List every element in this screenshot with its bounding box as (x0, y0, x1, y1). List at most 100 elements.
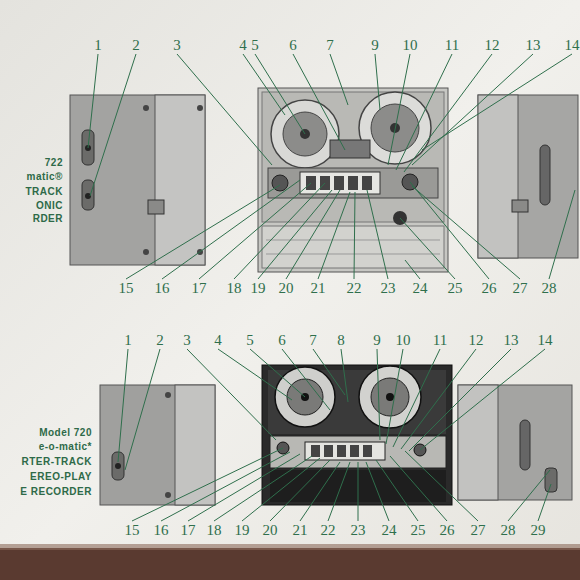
leader-line (386, 349, 403, 444)
callout-number: 4 (239, 38, 247, 53)
model-caption-fragment: matic® (27, 171, 64, 182)
callout-number: 16 (155, 281, 170, 296)
leader-line (422, 54, 572, 150)
leader-line (161, 452, 290, 521)
callout-number: 3 (173, 38, 181, 53)
leader-line (405, 451, 478, 521)
callout-number: 26 (440, 523, 455, 538)
leader-line (313, 349, 345, 395)
model-caption-fragment: RDER (33, 213, 63, 224)
callout-number: 13 (504, 333, 519, 348)
leader-line (405, 260, 420, 279)
leader-line (162, 180, 300, 279)
leader-line (410, 182, 489, 279)
leader-line (88, 54, 98, 148)
callout-number: 21 (311, 281, 326, 296)
callout-number: 10 (396, 333, 411, 348)
callout-number: 8 (337, 333, 345, 348)
callout-number: 21 (293, 523, 308, 538)
callout-number: 7 (326, 38, 334, 53)
callout-number: 27 (471, 523, 486, 538)
leader-line (177, 54, 272, 165)
callout-number: 17 (181, 523, 196, 538)
callout-number: 25 (411, 523, 426, 538)
callout-number: 15 (125, 523, 140, 538)
model-caption-fragment: Model 720 (39, 427, 92, 438)
leader-line (549, 190, 575, 279)
leader-line (367, 190, 388, 279)
model-caption-fragment: 722 (45, 157, 63, 168)
model-caption-fragment: EREO-PLAY (30, 471, 92, 482)
callout-number: 5 (246, 333, 254, 348)
callout-number: 4 (214, 333, 222, 348)
leader-line (300, 462, 340, 521)
leader-line (125, 349, 160, 470)
callout-number: 12 (469, 333, 484, 348)
leader-line (218, 349, 292, 400)
callout-number: 1 (94, 38, 102, 53)
callout-number: 12 (485, 38, 500, 53)
model-caption-fragment: ONIC (36, 200, 63, 211)
leader-line (242, 458, 320, 521)
leader-line (258, 190, 332, 279)
callout-number: 11 (433, 333, 447, 348)
callout-number: 20 (279, 281, 294, 296)
leader-line (250, 349, 305, 397)
leader-line (354, 192, 355, 279)
callout-number: 1 (124, 333, 132, 348)
leader-line (118, 349, 128, 462)
leader-line (255, 54, 305, 134)
callout-number: 23 (381, 281, 396, 296)
callout-number: 13 (526, 38, 541, 53)
leader-line (390, 456, 447, 521)
callout-number: 23 (351, 523, 366, 538)
leader-line (341, 349, 348, 402)
leader-line (508, 470, 550, 521)
leader-line (404, 54, 492, 172)
tape-recorder (262, 365, 452, 505)
callout-number: 19 (251, 281, 266, 296)
callout-number: 22 (321, 523, 336, 538)
callout-number: 9 (371, 38, 379, 53)
callout-number: 5 (251, 38, 259, 53)
leader-line (214, 456, 312, 521)
leader-line (126, 185, 280, 279)
callout-number: 26 (482, 281, 497, 296)
callout-number: 10 (403, 38, 418, 53)
callout-number: 24 (413, 281, 428, 296)
leader-line (286, 190, 340, 279)
callout-number: 27 (513, 281, 528, 296)
callout-number: 18 (227, 281, 242, 296)
callout-number: 17 (192, 281, 207, 296)
callout-number: 20 (263, 523, 278, 538)
leader-line (318, 192, 350, 279)
callout-number: 19 (235, 523, 250, 538)
callout-number: 3 (183, 333, 191, 348)
leader-line (293, 54, 345, 150)
model-caption-fragment: TRACK (26, 186, 64, 197)
callout-number: 25 (448, 281, 463, 296)
leader-line (420, 349, 545, 450)
leader-line (409, 349, 511, 451)
leader-line (187, 349, 276, 440)
leader-line (377, 349, 380, 440)
leader-line (376, 460, 418, 521)
leader-line (412, 54, 533, 165)
callout-number: 2 (132, 38, 140, 53)
leader-line (538, 484, 551, 521)
leader-line (393, 349, 440, 447)
callout-number: 11 (445, 38, 459, 53)
leader-line (396, 54, 452, 170)
callout-number: 24 (382, 523, 397, 538)
callout-number: 6 (278, 333, 286, 348)
callout-number: 14 (565, 38, 580, 53)
leader-line (330, 54, 348, 105)
side-view (478, 95, 578, 258)
callout-number: 29 (531, 523, 546, 538)
callout-number: 28 (542, 281, 557, 296)
side-view (458, 385, 572, 500)
leader-line (412, 186, 520, 279)
leader-line (234, 183, 325, 279)
leader-line (243, 54, 285, 115)
